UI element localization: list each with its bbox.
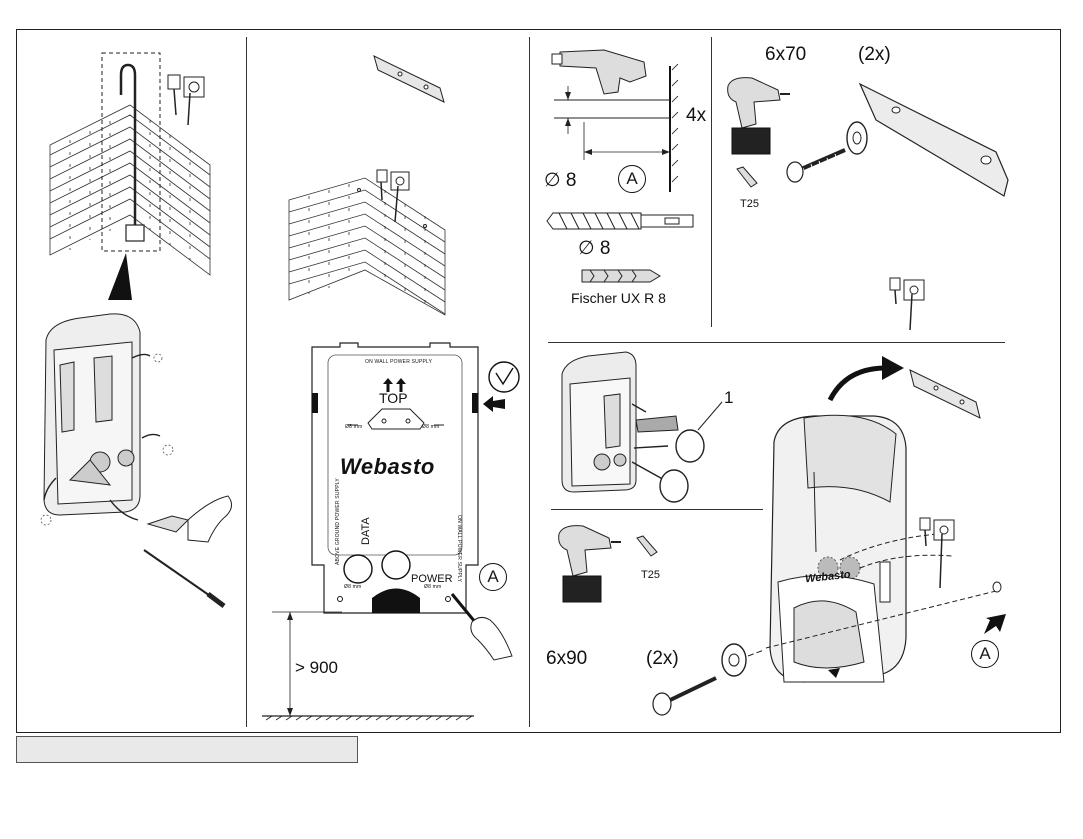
drill-diameter-label: ∅ 8: [544, 169, 576, 192]
t25-bit-illustration: [733, 165, 763, 195]
panel-6-t25-bit-illustration: [633, 534, 663, 564]
template-top-text: ON WALL POWER SUPPLY: [365, 359, 432, 365]
anchor-label: Fischer UX R 8: [571, 290, 666, 306]
insertion-paths: [760, 520, 1010, 700]
wall-anchor-illustration: [580, 266, 662, 286]
drill-bit-illustration: [545, 208, 697, 234]
panel-6-screw-washer-illustration: [648, 640, 768, 720]
panel-6-anchor-ring: [991, 580, 1003, 594]
press-arrow-icon: [481, 394, 507, 414]
divider-panel-2-3: [529, 37, 530, 727]
panel-4-bracket-illustration: [856, 80, 1016, 200]
divider-panel-1-2: [246, 37, 247, 727]
bracket-screw-size: 6x70: [765, 44, 806, 66]
panel-2-wall-illustration: [285, 160, 450, 320]
template-side-left: ABOVE GROUND POWER SUPPLY: [335, 478, 341, 565]
template-hole-left: Ø8 mm: [345, 424, 362, 430]
template-side-right: ON WALL POWER SUPPLY: [456, 515, 462, 582]
caption-bar: [16, 736, 358, 763]
panel-6-socket-icon: [918, 512, 970, 592]
template-hole-right: Ø8 mm: [422, 424, 439, 430]
lift-arrow-icon: [826, 354, 906, 402]
panel-6-cordless-drill-illustration: [553, 520, 623, 608]
bracket-screw-quantity: (2x): [858, 44, 891, 66]
template-brand-logo: Webasto: [340, 454, 435, 480]
template-hole-bottom-left: Ø8 mm: [344, 584, 361, 590]
template-hole-bottom-right: Ø8 mm: [424, 584, 441, 590]
divider-top-bottom-right: [548, 342, 1005, 343]
template-top-label: TOP: [379, 390, 408, 406]
drill-count-label: 4x: [686, 105, 706, 127]
divider-panel-3-4: [711, 37, 712, 327]
panel-4-bit-label: T25: [740, 198, 759, 210]
panel-2-ref-a: A: [479, 563, 507, 591]
height-label: > 900: [295, 658, 338, 678]
panel-2-bracket-illustration: [370, 52, 450, 112]
panel-3-ref-a: A: [618, 165, 646, 193]
panel-6-press-arrow-icon: [982, 612, 1010, 636]
panel-1-wallbox-back-illustration: [40, 310, 240, 610]
wallbox-screw-size: 6x90: [546, 648, 587, 670]
panel-1-wall-cable-illustration: [40, 45, 240, 305]
panel-5-wallbox-back-illustration: [558, 350, 748, 510]
level-check-icon: [487, 360, 521, 394]
bit-diameter-label: ∅ 8: [578, 237, 610, 260]
part-number-label: 1: [724, 388, 733, 408]
panel-4-socket-icon: [888, 272, 938, 332]
template-data-label: DATA: [360, 517, 372, 545]
cordless-drill-illustration: [722, 72, 792, 162]
panel-6-bracket-illustration: [906, 366, 986, 426]
panel-6-bit-label: T25: [641, 569, 660, 581]
panel-6-ref-a: A: [971, 640, 999, 668]
